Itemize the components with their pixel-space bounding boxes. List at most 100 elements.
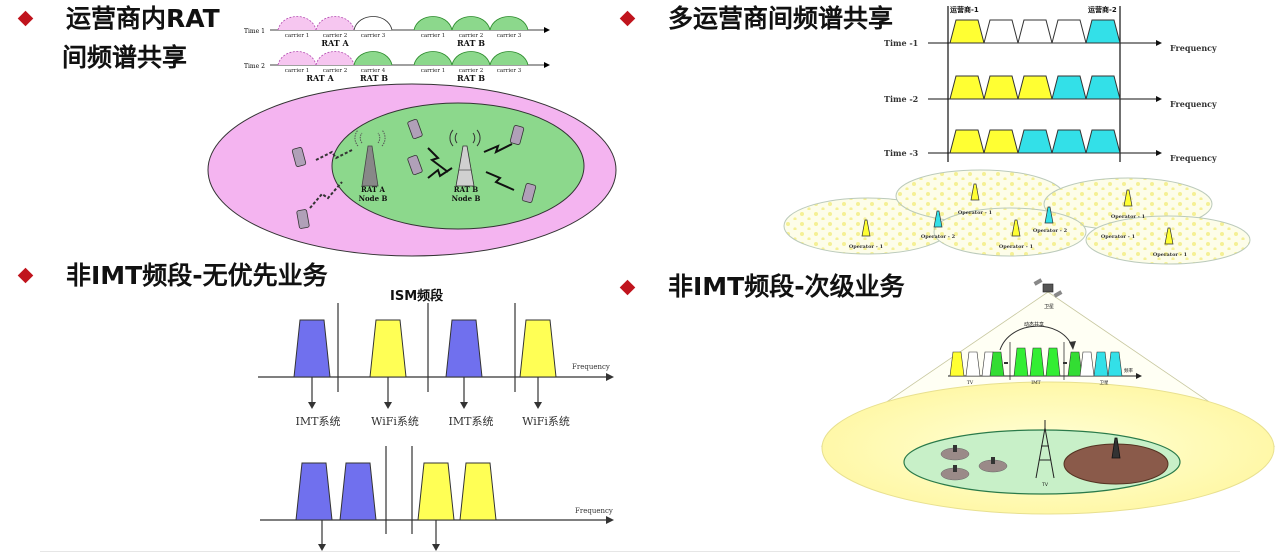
q1-node-a-line2: Node B	[359, 194, 388, 203]
q2-r1-block-3	[1017, 19, 1053, 44]
q4-sat-block-3	[1093, 351, 1109, 377]
q1-r2-green-2	[451, 51, 491, 66]
q2-cell-label-7: Operator - 1	[1153, 252, 1187, 258]
q4-device-icon	[953, 445, 995, 472]
q2-op1-label: 运营商-1	[950, 5, 979, 14]
q3-freq-label-1: Frequency	[572, 363, 610, 371]
q1-r1-green-2	[451, 16, 491, 31]
q1-node-b-line1: RAT B	[454, 185, 479, 194]
q1-link-b-4	[485, 171, 515, 191]
q3-wifi-block-1	[369, 319, 407, 378]
q1-rat-a-tower	[354, 129, 386, 187]
heading-q2: 多运营商间频谱共享	[668, 4, 894, 33]
q4-imt-block-2	[1029, 347, 1045, 377]
q4-band-label-sat: 卫星	[1100, 380, 1109, 386]
q1-r2-carrier-1: carrier 1	[285, 68, 310, 74]
q1-r2-rat-b-2: RAT B	[457, 73, 485, 83]
satellite-icon	[1033, 278, 1063, 298]
heading-q1-line1: 运营商内RAT	[66, 4, 220, 33]
q3-wifi-block-2	[519, 319, 557, 378]
q2-r2-block-5	[1085, 75, 1121, 100]
q2-r3-block-3	[1017, 129, 1053, 154]
q1-r2-green-3	[489, 51, 529, 66]
q1-r1-carrier-1: carrier 1	[285, 33, 310, 39]
q2-tower-icon	[861, 183, 1174, 245]
q2-cell-label-3: Operator - 2	[921, 234, 956, 240]
q2-cell-label-4: Operator - 1	[999, 244, 1033, 250]
q1-r2-carrier-5: carrier 2	[459, 68, 484, 74]
q2-r3-block-4	[1051, 129, 1087, 154]
q2-r1-block-2	[983, 19, 1019, 44]
heading-q1-line2: 间频谱共享	[62, 43, 188, 72]
q4-sat-block-4	[1107, 351, 1123, 377]
q1-r2-green-1	[413, 51, 453, 66]
q3-wifi-block-4	[459, 462, 497, 521]
q1-r2-green-0	[353, 51, 393, 66]
q3-imt-block-2	[445, 319, 483, 378]
q2-cell-label-5: Operator - 2	[1033, 228, 1068, 234]
q1-rat-b-tower	[449, 129, 481, 187]
q1-r1-pink-1	[277, 16, 317, 31]
q2-cell-label-8: Operator - 1	[1101, 234, 1135, 240]
q3-band-title: ISM频段	[390, 288, 443, 304]
q1-r2-rat-b-1: RAT B	[360, 73, 388, 83]
q2-time-label-1: Time -1	[884, 38, 918, 48]
q1-link-a-1	[315, 149, 353, 161]
heading-q3: 非IMT频段-无优先业务	[66, 261, 328, 290]
q1-phone-icon	[291, 118, 537, 229]
q2-r3-block-2	[983, 129, 1019, 154]
q1-r1-rat-b: RAT B	[457, 38, 485, 48]
q2-r1-block-4	[1051, 19, 1087, 44]
q1-r1-carrier-4: carrier 1	[421, 33, 446, 39]
q2-time-label-3: Time -3	[884, 148, 919, 158]
q4-tv-block-1	[949, 351, 965, 377]
q1-time1-label: Time 1	[244, 28, 265, 35]
q1-r2-carrier-3: carrier 4	[361, 68, 386, 74]
q1-r2-carrier-4: carrier 1	[421, 68, 446, 74]
q3-system-label-4: WiFi系统	[522, 415, 570, 428]
q4-band-label-tv: TV	[967, 380, 974, 386]
q4-imt-block-1	[1013, 347, 1029, 377]
q3-imt-block-1	[293, 319, 331, 378]
q4-arc-label: 动态共享	[1024, 321, 1044, 328]
q1-time2-label: Time 2	[244, 63, 265, 70]
q1-link-a-2	[309, 181, 343, 209]
q4-imt-block-3	[1045, 347, 1061, 377]
q4-dynamic-arc	[999, 325, 1073, 351]
q1-r2-pink-1	[277, 51, 317, 66]
q2-r2-block-3	[1017, 75, 1053, 100]
q3-freq-label-2: Frequency	[575, 507, 613, 515]
q3-imt-block-3	[295, 462, 333, 521]
q4-satellite-label: 卫星	[1044, 304, 1054, 310]
q1-r1-green-3	[489, 16, 529, 31]
q1-r2-pink-2	[315, 51, 355, 66]
q1-link-b-2	[483, 143, 513, 154]
q1-r1-carrier-6: carrier 3	[497, 33, 522, 39]
q4-axis-label: 频率	[1124, 367, 1133, 374]
q4-sat-block-2	[1079, 351, 1095, 377]
q1-r2-rat-a: RAT A	[306, 73, 334, 83]
q2-r2-block-4	[1051, 75, 1087, 100]
q2-r1-block-5	[1085, 19, 1121, 44]
q4-tv-block-2	[965, 351, 981, 377]
q2-freq-label-2: Frequency	[1170, 99, 1217, 109]
q1-r1-rat-a: RAT A	[321, 38, 349, 48]
q2-cell-label-2: Operator - 1	[849, 244, 883, 250]
q1-r2-carrier-6: carrier 3	[497, 68, 522, 74]
q1-link-b-1	[427, 147, 449, 173]
q2-cell-label-6: Operator - 1	[1111, 214, 1145, 220]
q3-imt-block-4	[339, 462, 377, 521]
q3-bottom-rule	[40, 551, 1240, 552]
q1-r1-white	[353, 16, 393, 31]
q1-node-b-line2: Node B	[452, 194, 481, 203]
q2-r1-block-1	[949, 19, 985, 44]
earth-station-icon	[1111, 437, 1121, 459]
q3-system-label-1: IMT系统	[296, 415, 341, 428]
heading-q4: 非IMT频段-次级业务	[668, 272, 905, 301]
q1-r1-pink-2	[315, 16, 355, 31]
q4-sat-block-1	[1067, 351, 1083, 377]
